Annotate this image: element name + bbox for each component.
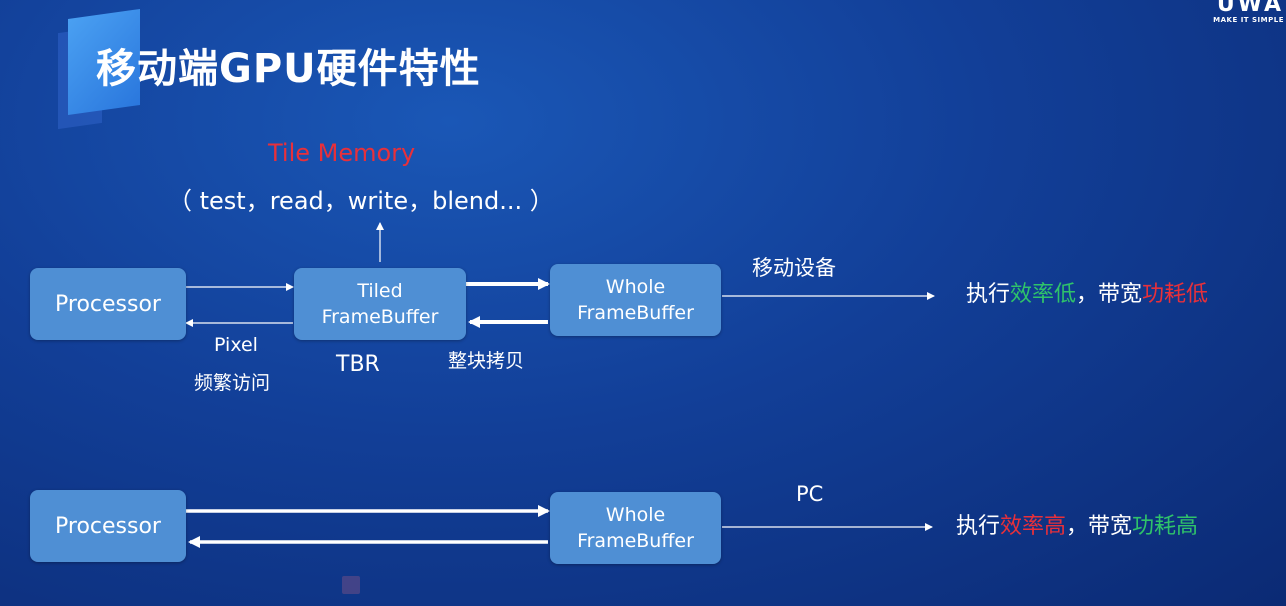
mobile-device-label: 移动设备 <box>752 256 836 280</box>
pc-whole-framebuffer-box: Whole FrameBuffer <box>550 492 721 564</box>
mobile-whole-fb-line1: Whole <box>605 276 666 298</box>
tiled-fb-line2: FrameBuffer <box>321 306 439 328</box>
mobile-result-part3: ，带宽 <box>1076 282 1143 307</box>
pc-device-label: PC <box>796 482 824 506</box>
frequent-access-label: 频繁访问 <box>194 372 271 394</box>
mobile-result-efficiency: 效率低 <box>1010 282 1077 307</box>
logo-mark: UWA <box>1216 0 1284 17</box>
mobile-processor-box: Processor <box>30 268 186 340</box>
tile-memory-title: Tile Memory <box>268 139 416 167</box>
watermark-mark <box>342 576 360 594</box>
mobile-whole-framebuffer-box: Whole FrameBuffer <box>550 264 721 336</box>
pc-processor-label: Processor <box>55 513 161 539</box>
mobile-result-power: 功耗低 <box>1142 282 1209 307</box>
block-copy-label: 整块拷贝 <box>448 350 525 372</box>
pc-processor-box: Processor <box>30 490 186 562</box>
logo: UWA MAKE IT SIMPLE <box>1213 0 1284 24</box>
mobile-result: 执行效率低，带宽功耗低 <box>966 276 1208 308</box>
tile-memory-ops: （ test，read，write，blend... ） <box>168 187 554 215</box>
pc-result-part3: ，带宽 <box>1066 514 1133 539</box>
pixel-label: Pixel <box>214 334 258 356</box>
pc-whole-fb-line1: Whole <box>605 504 666 526</box>
tiled-fb-line1: Tiled <box>357 280 403 302</box>
logo-tagline: MAKE IT SIMPLE <box>1213 16 1284 24</box>
pc-whole-fb-line2: FrameBuffer <box>577 530 694 552</box>
pc-result-power: 功耗高 <box>1132 514 1199 539</box>
pc-result-efficiency: 效率高 <box>1000 514 1067 539</box>
mobile-whole-fb-line2: FrameBuffer <box>577 302 694 324</box>
slide-title: 移动端GPU硬件特性 <box>96 46 481 92</box>
mobile-processor-label: Processor <box>55 291 161 317</box>
pc-result-part1: 执行 <box>956 514 1001 539</box>
tiled-framebuffer-box: Tiled FrameBuffer <box>294 268 466 340</box>
mobile-result-part1: 执行 <box>966 282 1011 307</box>
pc-result: 执行效率高，带宽功耗高 <box>956 508 1198 540</box>
tbr-label: TBR <box>336 352 380 377</box>
